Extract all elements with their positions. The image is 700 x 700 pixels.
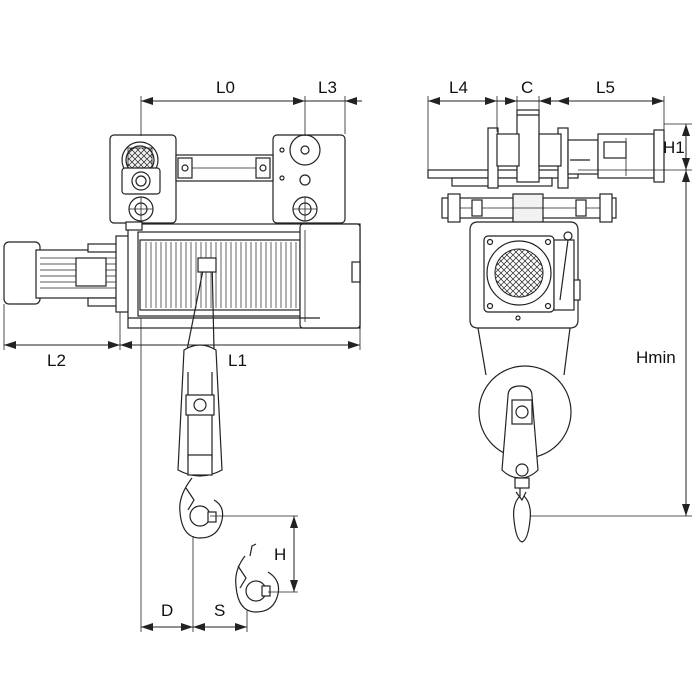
travel-motor	[567, 129, 665, 183]
trolley-right-plate	[272, 134, 346, 224]
label-L5: L5	[596, 78, 615, 97]
label-L1: L1	[228, 351, 247, 370]
trolley-wheels	[487, 127, 569, 189]
label-L3: L3	[318, 78, 337, 97]
trolley-connecting-bar	[175, 154, 274, 182]
cross-beam	[441, 193, 617, 229]
label-L0: L0	[216, 78, 235, 97]
label-H: H	[274, 545, 286, 564]
dimension-L1: L1	[120, 328, 361, 370]
hoist-motor	[3, 235, 131, 313]
dimension-S: S	[193, 601, 248, 632]
dimension-L4: L4	[427, 78, 498, 172]
load-hook-lower	[235, 543, 280, 613]
dimension-H1: H1	[578, 123, 692, 171]
label-H1: H1	[663, 138, 685, 157]
label-S: S	[214, 601, 225, 620]
side-ropes	[477, 327, 571, 376]
dimension-D: D	[141, 536, 194, 632]
dimension-C: C	[497, 78, 557, 110]
load-hook-upper	[179, 477, 224, 539]
label-C: C	[521, 78, 533, 97]
label-Hmin: Hmin	[636, 348, 676, 367]
label-L4: L4	[449, 78, 468, 97]
label-L2: L2	[47, 351, 66, 370]
dimension-H: H	[210, 515, 298, 593]
hoist-body	[469, 221, 581, 329]
hoist-ropes	[186, 257, 217, 351]
rope-drum	[125, 221, 361, 329]
trolley-left-plate	[109, 134, 177, 224]
dimension-Hmin: Hmin	[530, 170, 692, 517]
dimension-L3: L3	[305, 78, 362, 134]
label-D: D	[161, 601, 173, 620]
dimension-L0: L0	[140, 78, 306, 136]
dimension-L2: L2	[3, 304, 121, 370]
dimension-L5: L5	[557, 78, 665, 130]
bottom-block	[177, 344, 223, 477]
bottom-block-side	[478, 365, 572, 543]
front-view: L0 L3 L2 L1	[3, 78, 362, 632]
side-view: L4 C L5 H1	[427, 78, 692, 543]
